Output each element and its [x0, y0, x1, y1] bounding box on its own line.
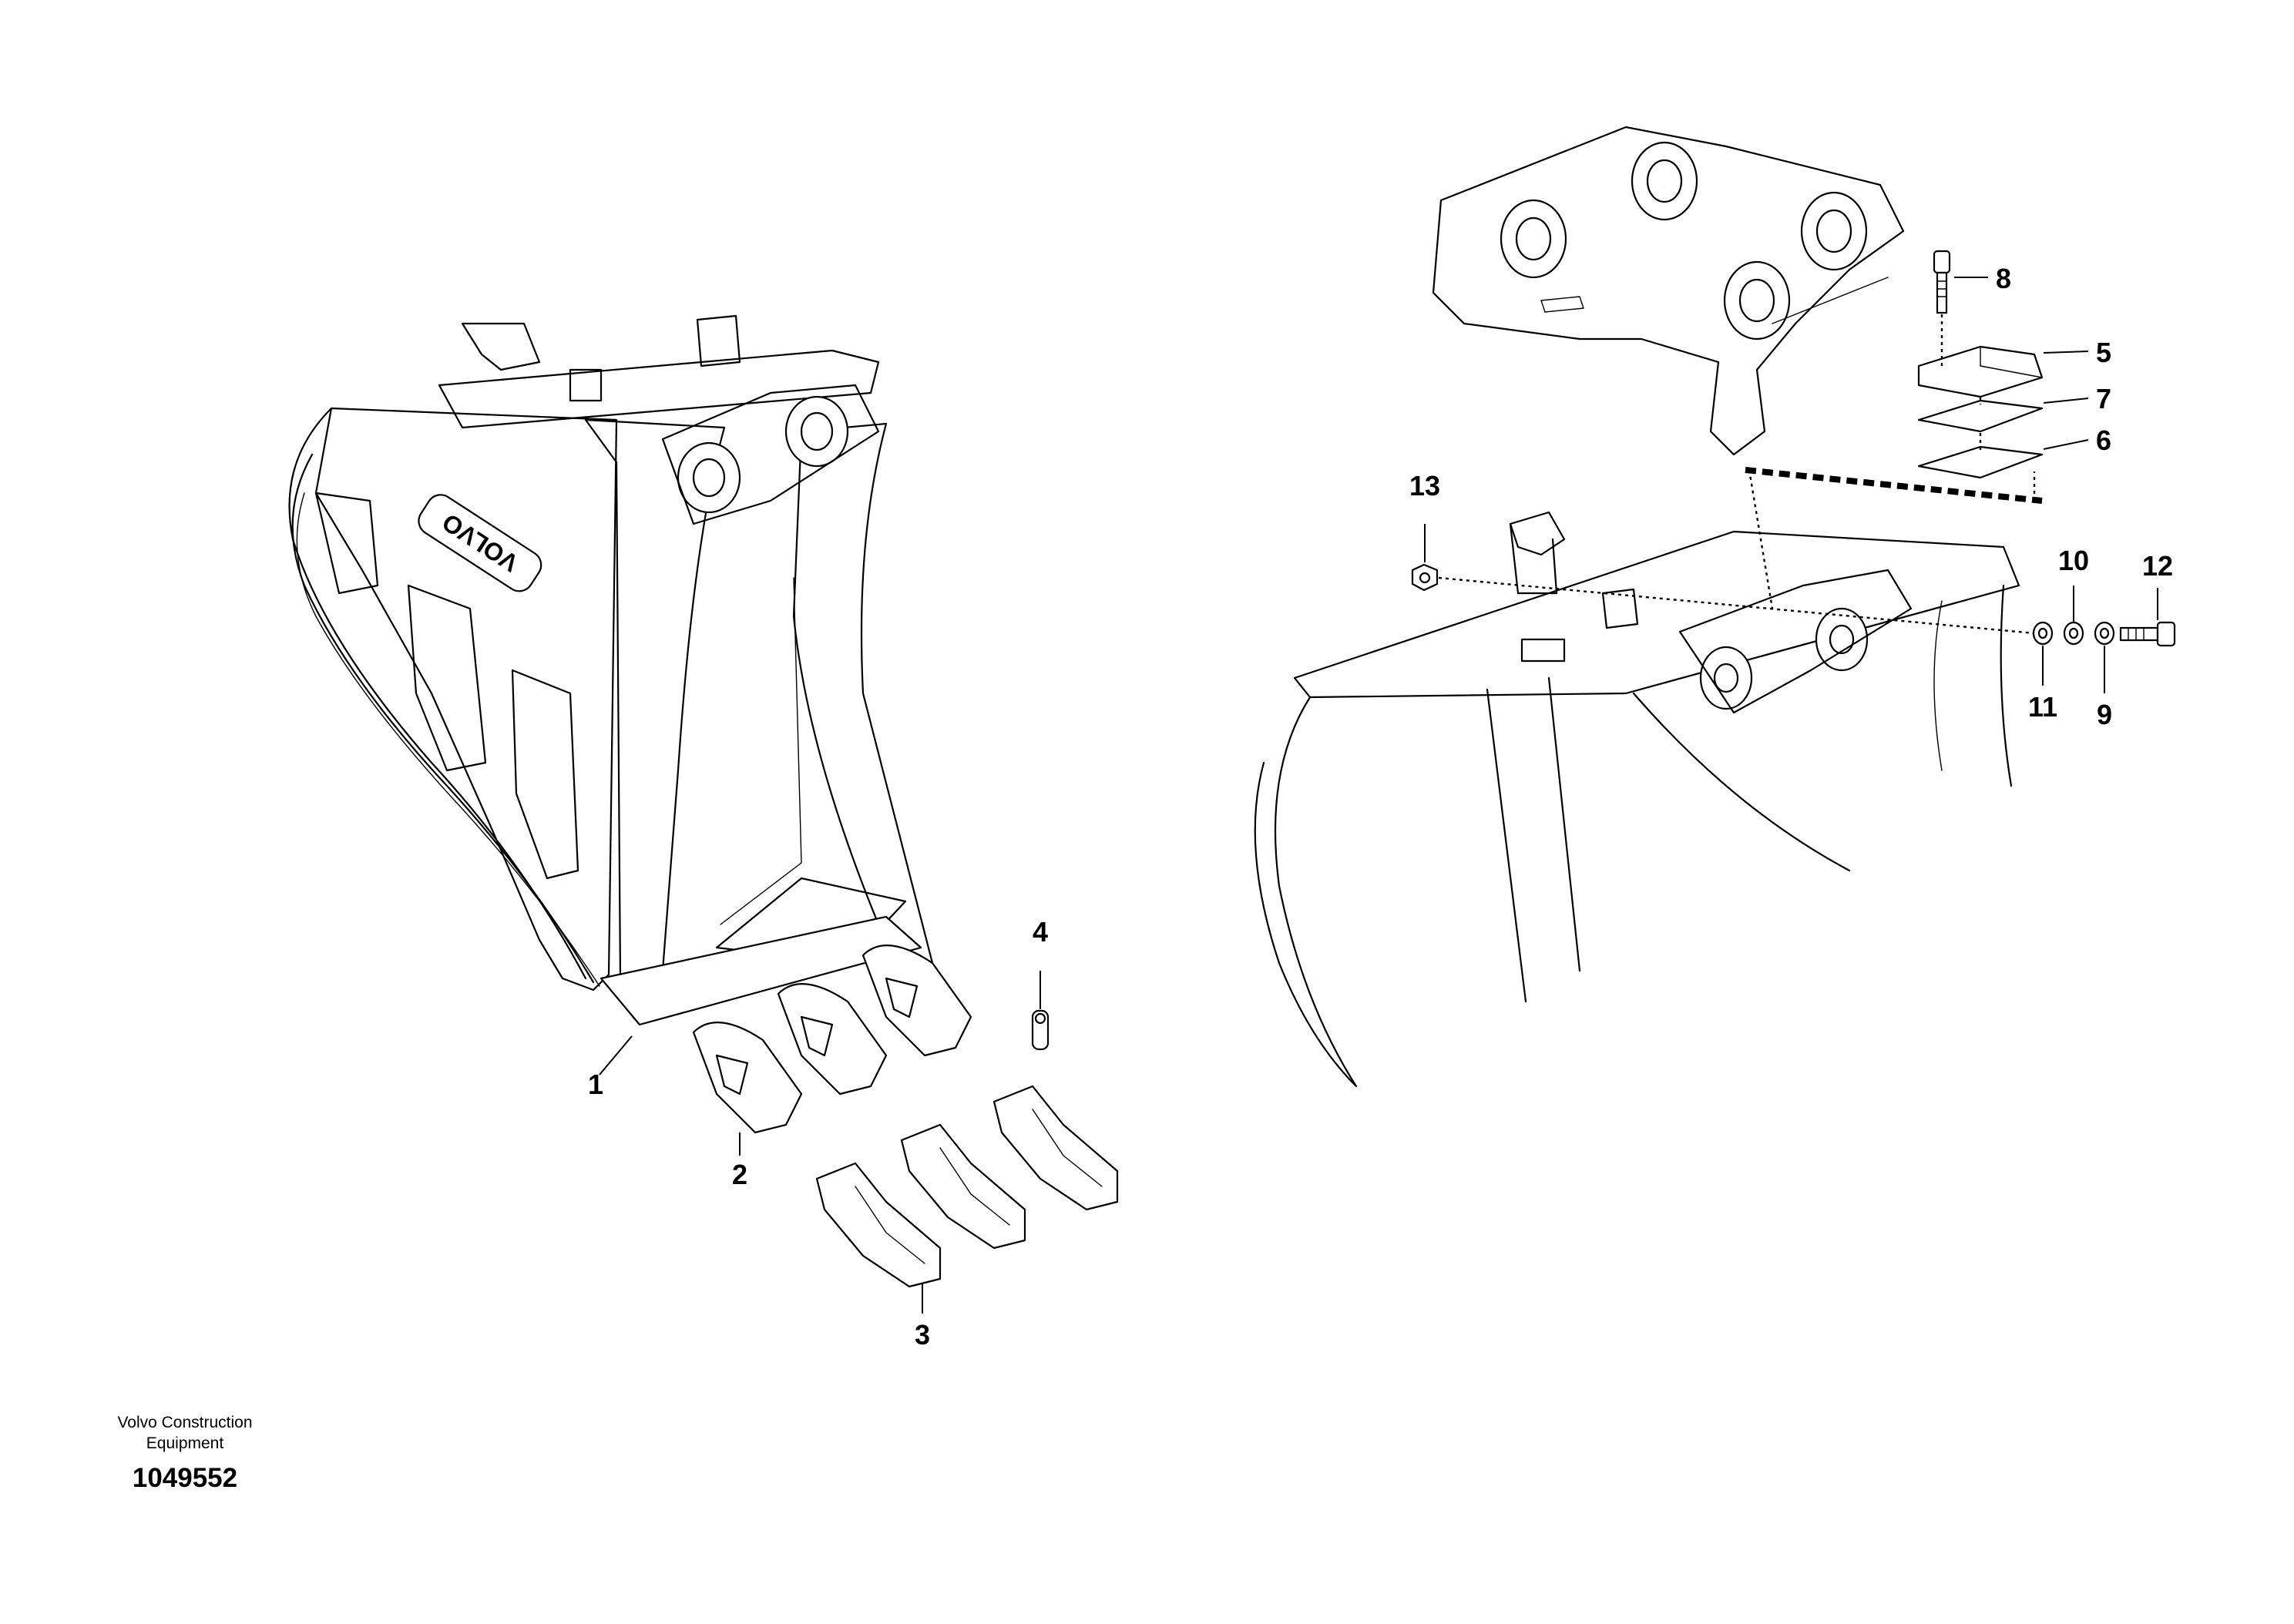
bucket-tooth — [992, 1085, 1119, 1211]
callout-13: 13 — [1409, 470, 1440, 502]
callout-7: 7 — [2096, 383, 2111, 414]
callout-3: 3 — [915, 1319, 930, 1351]
washer-9 — [2094, 621, 2115, 646]
nut-13 — [1411, 563, 1439, 592]
callout-6: 6 — [2096, 424, 2111, 456]
callout-5: 5 — [2096, 337, 2111, 368]
callout-9: 9 — [2097, 699, 2112, 730]
retainer-pin — [1031, 1009, 1050, 1051]
washer-11 — [2032, 621, 2054, 646]
leader-lines — [599, 277, 2158, 1314]
cutting-edge — [600, 915, 922, 1026]
drawing-number: 1049552 — [133, 1463, 237, 1493]
assembly-lines — [1438, 314, 2043, 635]
bolt-12 — [2119, 621, 2176, 647]
publisher-line-1: Volvo Construction — [117, 1414, 252, 1431]
bolt-8 — [1933, 250, 1951, 314]
bucket-tooth — [815, 1162, 942, 1288]
callout-1: 1 — [588, 1069, 603, 1100]
callout-11: 11 — [2028, 691, 2057, 723]
volvo-logo-plate: VOLVO — [418, 494, 542, 592]
footer: Volvo Construction Equipment 1049552 — [117, 1414, 252, 1493]
coupler-assembly — [1254, 126, 2020, 1088]
bucket-tooth — [900, 1123, 1026, 1250]
callout-10: 10 — [2058, 545, 2089, 576]
bucket-assembly: VOLVO — [288, 314, 1119, 1288]
callout-12: 12 — [2142, 550, 2173, 582]
shim-6 — [1917, 445, 2044, 479]
tooth-adapter — [692, 1022, 803, 1134]
shim-stack — [1917, 345, 2044, 479]
publisher-line-2: Equipment — [146, 1434, 224, 1452]
callout-4: 4 — [1033, 916, 1048, 948]
tooth-adapter — [777, 983, 888, 1096]
tooth-adapter — [862, 945, 972, 1057]
callout-8: 8 — [1996, 263, 2011, 294]
callout-labels: 1 2 3 4 5 6 7 8 9 10 11 12 13 — [588, 263, 2173, 1351]
callout-2: 2 — [732, 1159, 747, 1190]
shim-7 — [1917, 399, 2044, 433]
washer-10 — [2063, 621, 2084, 646]
